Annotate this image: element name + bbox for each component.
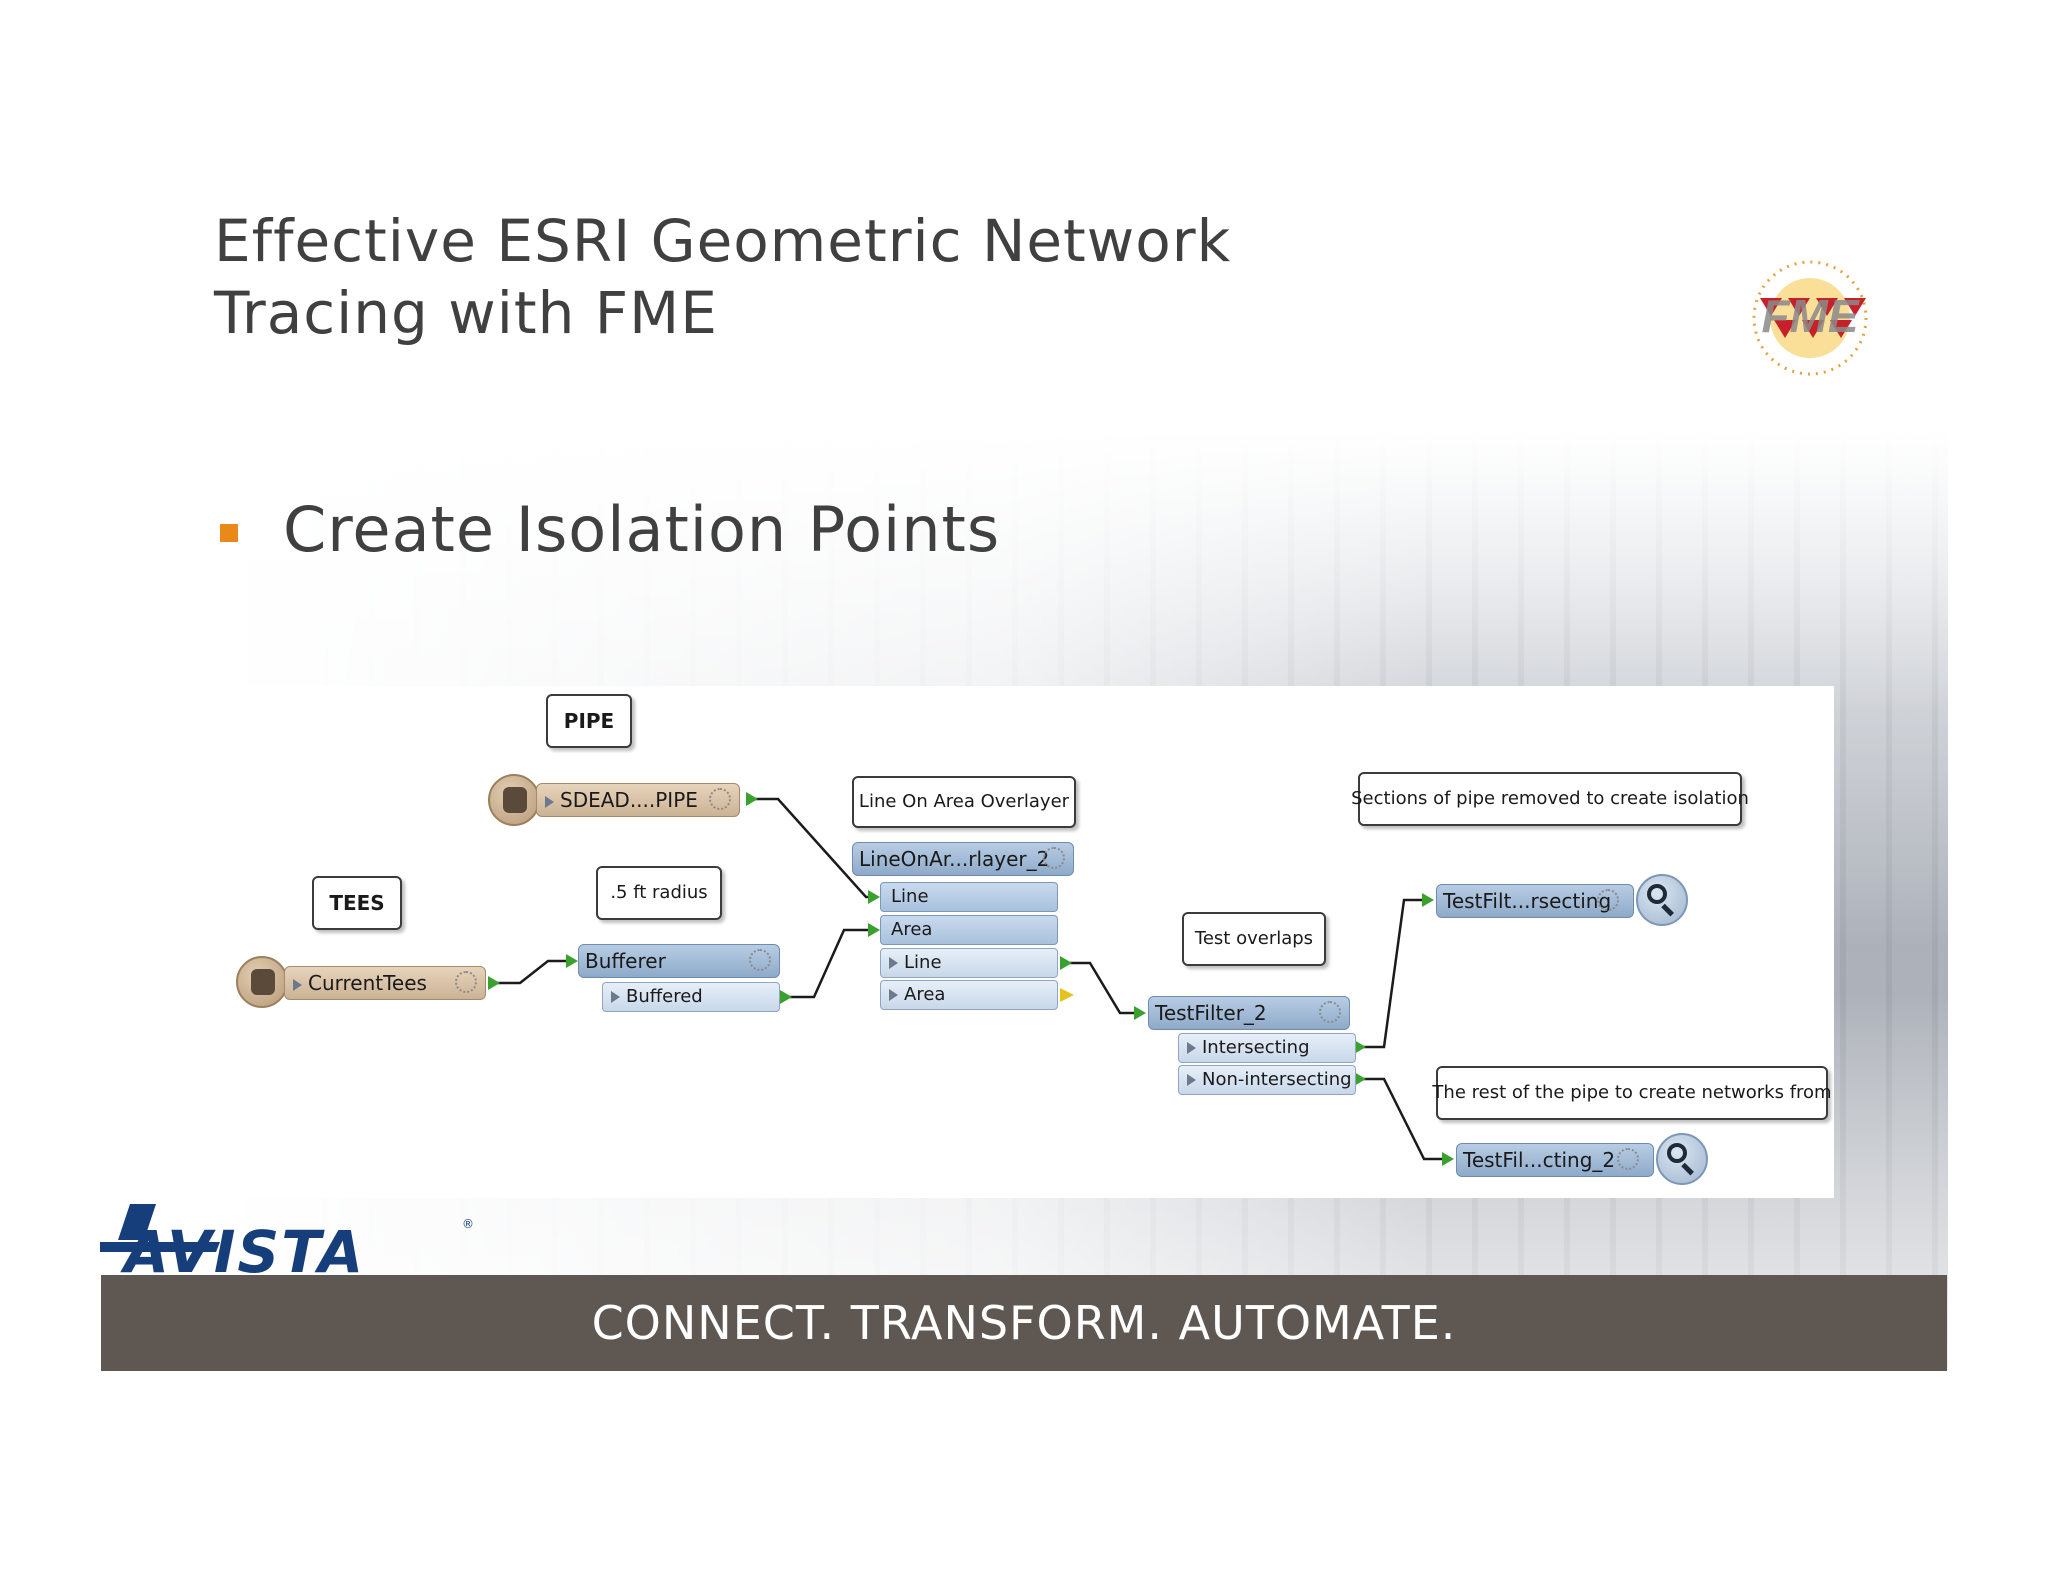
reader-tees-label: CurrentTees bbox=[308, 971, 427, 995]
transformer-bufferer[interactable]: Bufferer bbox=[578, 944, 780, 978]
link-nonintersecting-inspector2[interactable] bbox=[1362, 1077, 1450, 1161]
expand-icon[interactable] bbox=[545, 795, 554, 808]
reader-tees[interactable]: CurrentTees bbox=[284, 966, 486, 1000]
callout-sections[interactable]: Sections of pipe removed to create isola… bbox=[1351, 772, 1749, 826]
gear-icon[interactable] bbox=[1617, 1148, 1639, 1170]
port-arrow bbox=[868, 923, 880, 937]
port-buffered[interactable]: Buffered bbox=[602, 982, 780, 1012]
reader-pipe-label: SDEAD....PIPE bbox=[560, 788, 698, 812]
port-nonintersecting-label: Non-intersecting bbox=[1202, 1069, 1352, 1090]
expand-icon bbox=[889, 989, 898, 1001]
expand-icon bbox=[1187, 1074, 1196, 1086]
callout-tees[interactable]: TEES bbox=[312, 876, 402, 930]
footer-tagline: CONNECT. TRANSFORM. AUTOMATE. bbox=[591, 1296, 1457, 1350]
callout-test-overlaps-text: Test overlaps bbox=[1194, 928, 1314, 949]
port-arrow bbox=[488, 976, 500, 990]
inspect-icon[interactable] bbox=[1656, 1133, 1708, 1185]
port-in-line[interactable]: Line bbox=[880, 882, 1058, 912]
expand-icon bbox=[1187, 1042, 1196, 1054]
bullet-text: Create Isolation Points bbox=[283, 493, 1001, 566]
unused-port-arrow bbox=[1060, 988, 1074, 1002]
callout-pipe-text: PIPE bbox=[563, 709, 615, 733]
workspace-canvas: PIPE TEES .5 ft radius Line On Area Over… bbox=[218, 686, 1834, 1198]
gear-icon[interactable] bbox=[1043, 847, 1065, 869]
fme-logo-text: FME bbox=[1761, 290, 1859, 342]
port-arrow bbox=[1060, 956, 1072, 970]
overlayer-label: LineOnAr...rlayer_2 bbox=[859, 847, 1050, 871]
reader-pipe[interactable]: SDEAD....PIPE bbox=[536, 783, 740, 817]
port-out-line-label: Line bbox=[904, 952, 942, 973]
link-buffered-overlayer-area[interactable] bbox=[788, 928, 876, 999]
bullet-marker bbox=[220, 524, 238, 542]
gear-icon[interactable] bbox=[455, 971, 477, 993]
inspector-intersecting-label: TestFilt...rsecting bbox=[1443, 889, 1612, 913]
transformer-overlayer[interactable]: LineOnAr...rlayer_2 bbox=[852, 842, 1074, 876]
avista-logo-text: AVISTA bbox=[120, 1218, 365, 1276]
transformer-testfilter[interactable]: TestFilter_2 bbox=[1148, 996, 1350, 1030]
port-arrow bbox=[1354, 1040, 1366, 1054]
link-tees-bufferer[interactable] bbox=[496, 959, 574, 985]
port-arrow bbox=[1442, 1152, 1454, 1166]
port-intersecting-label: Intersecting bbox=[1202, 1037, 1310, 1058]
inspector-intersecting[interactable]: TestFilt...rsecting bbox=[1436, 884, 1634, 918]
port-arrow bbox=[1134, 1006, 1146, 1020]
inspect-icon[interactable] bbox=[1636, 874, 1688, 926]
port-arrow bbox=[746, 792, 758, 806]
port-arrow bbox=[1422, 893, 1434, 907]
port-out-area-label: Area bbox=[904, 984, 946, 1005]
port-out-area[interactable]: Area bbox=[880, 980, 1058, 1010]
callout-radius[interactable]: .5 ft radius bbox=[596, 866, 722, 920]
callout-tees-text: TEES bbox=[329, 891, 385, 915]
callout-overlayer-text: Line On Area Overlayer bbox=[858, 791, 1070, 812]
inspector-nonintersecting[interactable]: TestFil...cting_2 bbox=[1456, 1143, 1654, 1177]
connection-lines bbox=[488, 792, 1454, 1166]
fme-logo: FME bbox=[1752, 260, 1868, 376]
gear-icon[interactable] bbox=[709, 788, 731, 810]
testfilter-label: TestFilter_2 bbox=[1155, 1001, 1267, 1025]
inspector-nonintersecting-label: TestFil...cting_2 bbox=[1463, 1148, 1616, 1172]
database-icon[interactable] bbox=[236, 956, 288, 1008]
port-out-line[interactable]: Line bbox=[880, 948, 1058, 978]
slide-title: Effective ESRI Geometric Network Tracing… bbox=[214, 205, 1314, 349]
callout-pipe[interactable]: PIPE bbox=[546, 694, 632, 748]
expand-icon bbox=[611, 991, 620, 1003]
callout-sections-text: Sections of pipe removed to create isola… bbox=[1351, 788, 1749, 809]
port-in-area[interactable]: Area bbox=[880, 915, 1058, 945]
callout-test-overlaps[interactable]: Test overlaps bbox=[1182, 912, 1326, 966]
link-intersecting-inspector1[interactable] bbox=[1362, 898, 1430, 1049]
callout-overlayer[interactable]: Line On Area Overlayer bbox=[852, 776, 1076, 828]
port-arrow bbox=[868, 890, 880, 904]
callout-rest-text: The rest of the pipe to create networks … bbox=[1432, 1082, 1832, 1103]
title-line-1: Effective ESRI Geometric Network bbox=[214, 207, 1232, 275]
port-arrow bbox=[566, 954, 578, 968]
port-arrow bbox=[780, 990, 792, 1004]
port-buffered-label: Buffered bbox=[626, 986, 703, 1007]
link-line-testfilter[interactable] bbox=[1068, 961, 1142, 1015]
database-icon[interactable] bbox=[488, 774, 540, 826]
port-in-line-label: Line bbox=[891, 886, 929, 907]
footer-bar: CONNECT. TRANSFORM. AUTOMATE. bbox=[101, 1275, 1947, 1371]
callout-radius-text: .5 ft radius bbox=[610, 882, 708, 903]
port-nonintersecting[interactable]: Non-intersecting bbox=[1178, 1065, 1356, 1095]
expand-icon[interactable] bbox=[293, 978, 302, 991]
port-in-area-label: Area bbox=[891, 919, 933, 940]
bufferer-label: Bufferer bbox=[585, 949, 666, 973]
title-line-2: Tracing with FME bbox=[214, 279, 718, 347]
avista-logo: AVISTA ® bbox=[100, 1204, 474, 1276]
registered-mark: ® bbox=[462, 1217, 474, 1231]
port-arrow bbox=[1354, 1072, 1366, 1086]
gear-icon[interactable] bbox=[1597, 889, 1619, 911]
expand-icon bbox=[889, 957, 898, 969]
callout-rest[interactable]: The rest of the pipe to create networks … bbox=[1432, 1066, 1832, 1120]
gear-icon[interactable] bbox=[1319, 1001, 1341, 1023]
port-intersecting[interactable]: Intersecting bbox=[1178, 1033, 1356, 1063]
gear-icon[interactable] bbox=[749, 949, 771, 971]
